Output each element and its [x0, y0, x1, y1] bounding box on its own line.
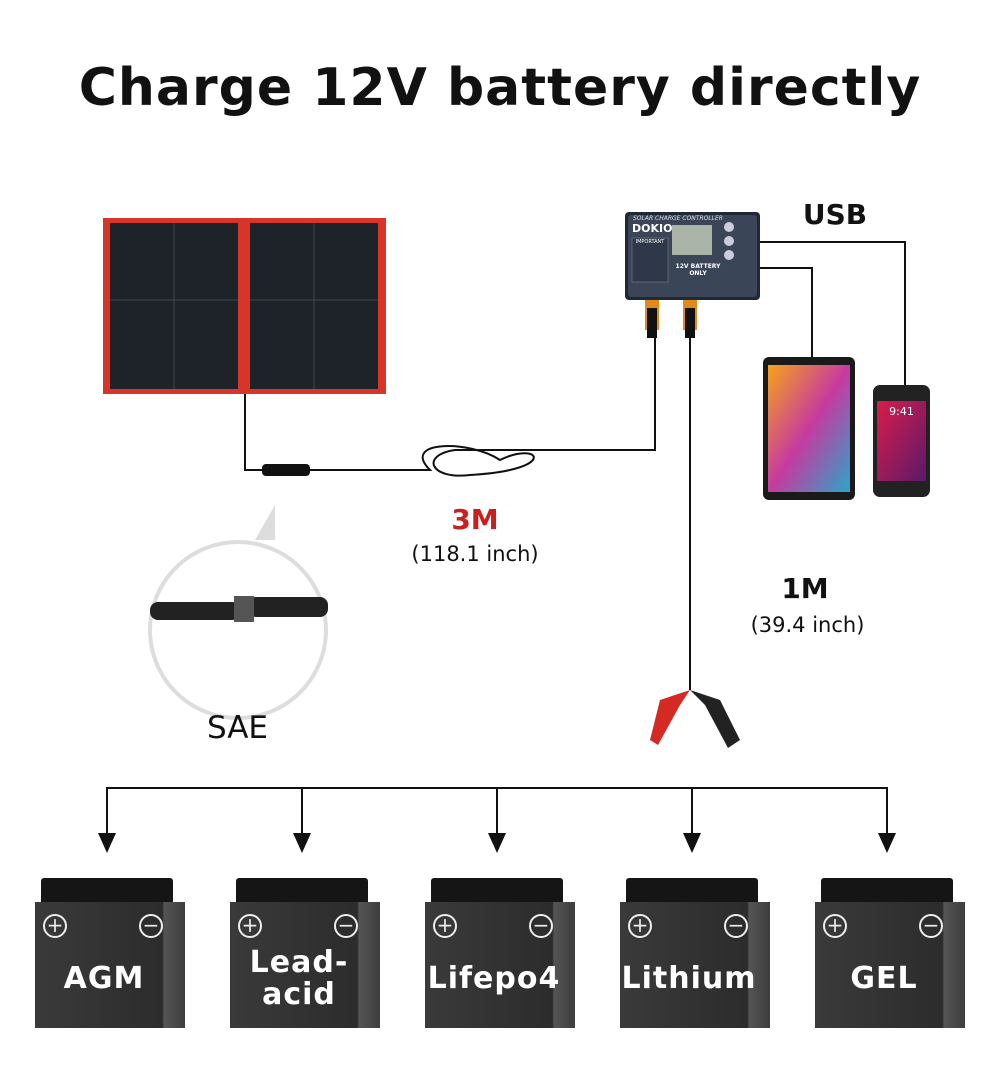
controller-brand: DOKIO — [632, 222, 673, 235]
solar-cable-inch: (118.1 inch) — [411, 542, 539, 566]
minus-icon: − — [139, 914, 163, 938]
solar-cable-length: 3M — [451, 503, 499, 536]
plus-icon: + — [433, 914, 457, 938]
tablet-image — [763, 357, 855, 500]
plus-icon: + — [43, 914, 67, 938]
phone-time: 9:41 — [889, 405, 914, 418]
battery-lithium: + − Lithium — [620, 878, 770, 1028]
battery-label: Lithium — [621, 961, 757, 996]
controller-header: SOLAR CHARGE CONTROLLER — [633, 215, 723, 222]
minus-icon: − — [334, 914, 358, 938]
battery-gel: + −GEL — [815, 878, 965, 1028]
minus-icon: − — [919, 914, 943, 938]
usb-label: USB — [802, 198, 868, 231]
battery-label: Lead- — [249, 945, 349, 980]
battery-lifepo4: + − Lifepo4 — [425, 878, 575, 1028]
sae-label: SAE — [206, 710, 269, 746]
plus-icon: + — [628, 914, 652, 938]
sae-connector-zoom — [148, 505, 328, 720]
battery-label: AGM — [63, 961, 145, 996]
minus-icon: − — [724, 914, 748, 938]
battery-label-line2: acid — [262, 977, 336, 1012]
battery-label: GEL — [850, 961, 918, 996]
battery-lead-acid: + − Lead-acid — [230, 878, 380, 1028]
plus-icon: + — [823, 914, 847, 938]
battery-clamps-image — [650, 690, 740, 748]
arrow-icons — [98, 833, 896, 853]
battery-label: Lifepo4 — [427, 961, 561, 996]
charge-controller-image — [625, 212, 760, 338]
minus-icon: − — [529, 914, 553, 938]
battery-cable-inch: (39.4 inch) — [750, 613, 865, 637]
plus-icon: + — [238, 914, 262, 938]
controller-warning: IMPORTANT — [635, 239, 665, 245]
solar-cable — [300, 330, 656, 477]
battery-agm: + − AGM — [35, 878, 185, 1028]
solar-panel-image — [103, 218, 386, 394]
battery-cable-length: 1M — [781, 572, 829, 605]
controller-battery-note: 12V BATTERY ONLY — [675, 263, 721, 277]
page-title: Charge 12V battery directly — [78, 58, 922, 118]
phone-image — [873, 385, 930, 497]
sae-inline-connector — [262, 464, 310, 476]
